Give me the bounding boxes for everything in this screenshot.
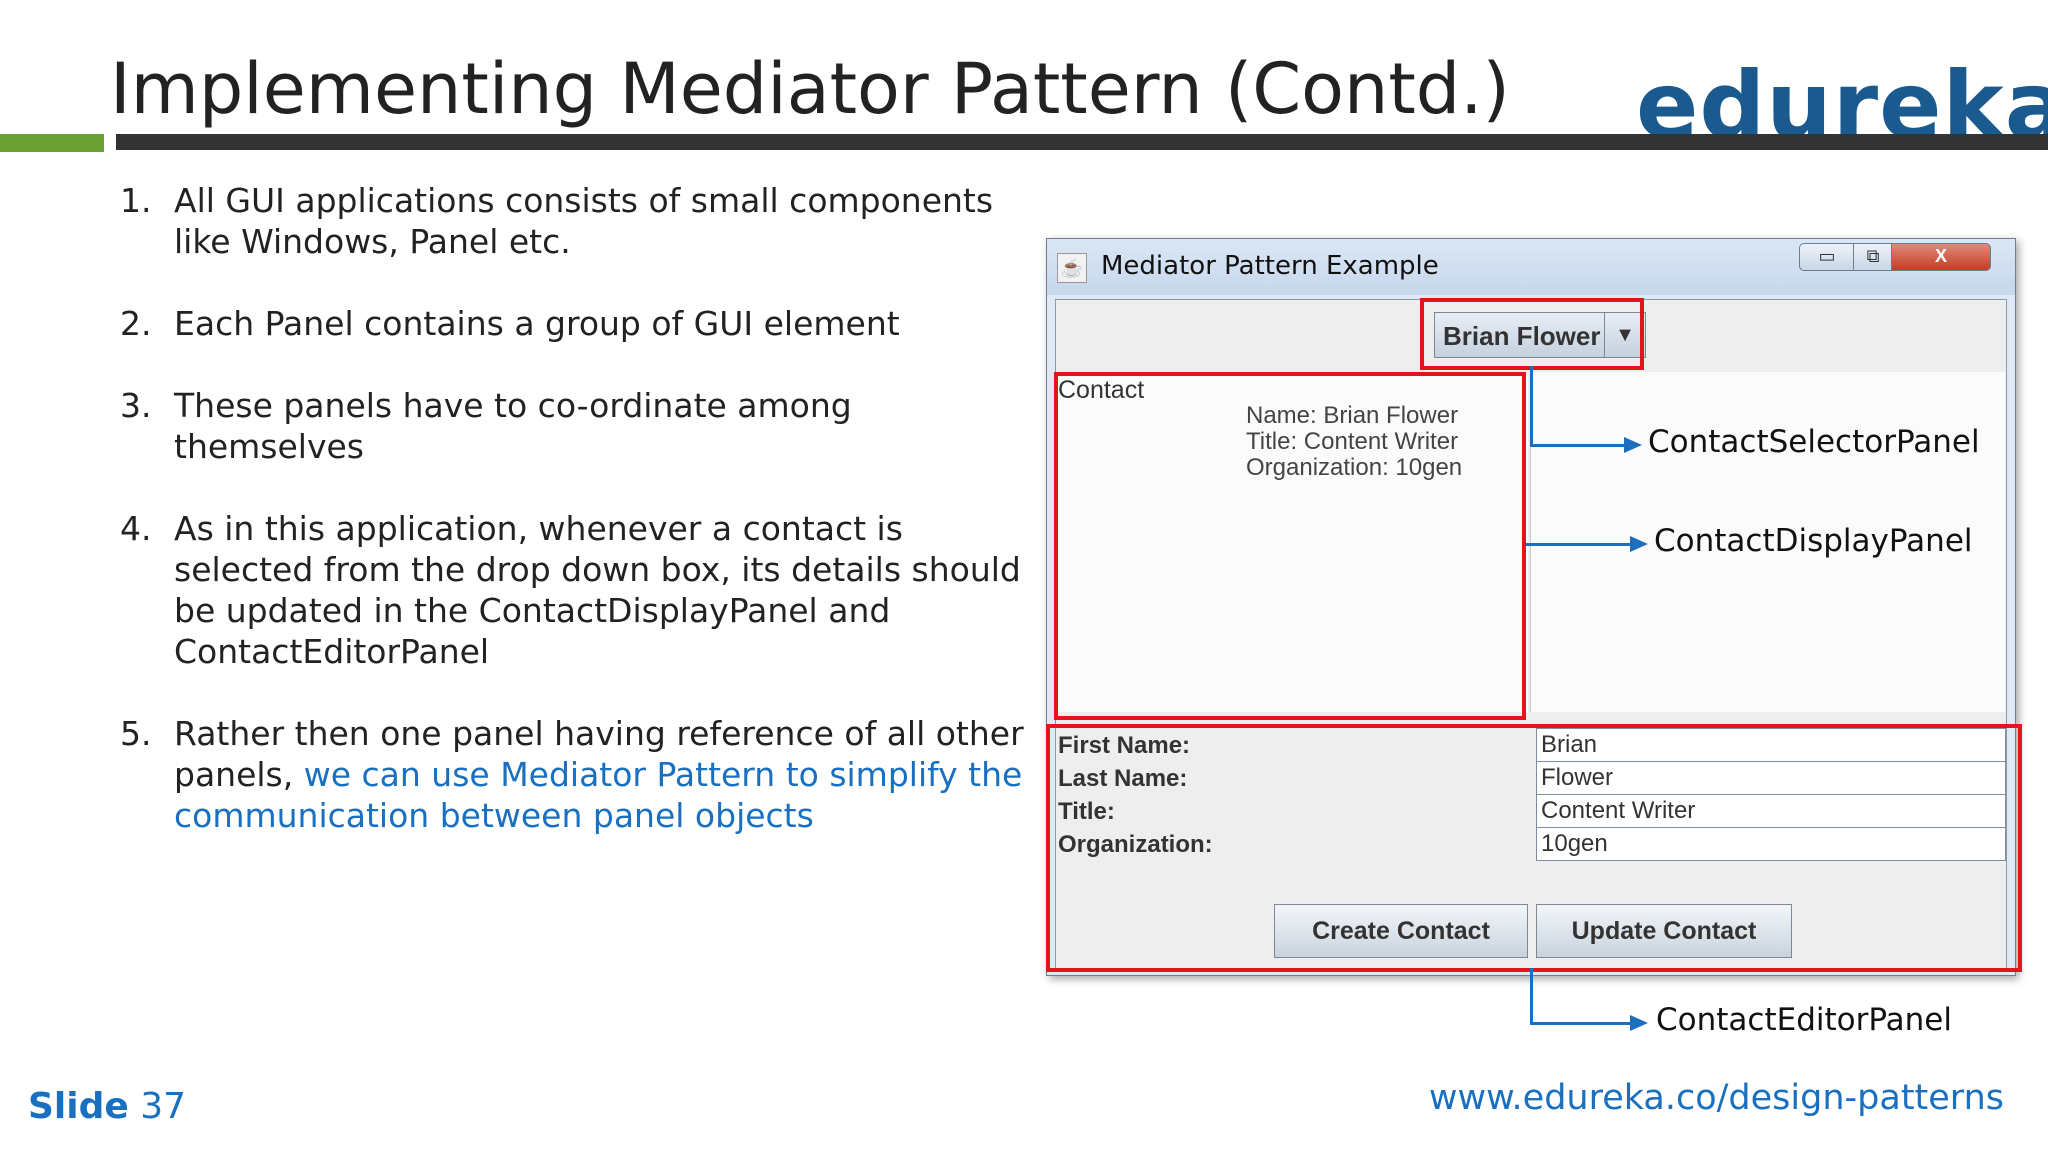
- bullet-text: Rather then one panel having reference o…: [174, 714, 1024, 794]
- slide-title: Implementing Mediator Pattern (Contd.): [110, 48, 1510, 130]
- title-rule: [116, 134, 2048, 150]
- organization-field[interactable]: [1536, 827, 2006, 861]
- bullet-number: 1.: [120, 181, 152, 220]
- contact-heading: Contact: [1058, 376, 1145, 404]
- bullet-point: 2. Each Panel contains a group of GUI el…: [120, 303, 1040, 344]
- maximize-button[interactable]: ⧉: [1853, 243, 1893, 271]
- title-label: Title:: [1058, 798, 1115, 825]
- arrow-right-icon: [1630, 1015, 1648, 1031]
- selector-callout-label: ContactSelectorPanel: [1648, 424, 1980, 460]
- bullet-point: 5. Rather then one panel having referenc…: [120, 713, 1034, 836]
- slide-number-value: 37: [140, 1086, 187, 1127]
- editor-arrow-stem: [1530, 968, 1533, 1024]
- bullet-point: 4. As in this application, whenever a co…: [120, 508, 1040, 672]
- first-name-field[interactable]: [1536, 728, 2006, 762]
- bullet-point: 1. All GUI applications consists of smal…: [120, 180, 1040, 262]
- bullet-number: 5.: [120, 714, 152, 753]
- organization-label: Organization:: [1058, 831, 1213, 858]
- contact-selector-dropdown[interactable]: Brian Flower ▼: [1434, 312, 1646, 358]
- bullet-highlight-text: we can use Mediator Pattern to simplify …: [174, 755, 1023, 835]
- contact-name: Name: Brian Flower: [1246, 402, 1459, 429]
- bullet-number: 4.: [120, 509, 152, 548]
- contact-display-panel: Contact Name: Brian Flower Title: Conten…: [1056, 372, 1528, 712]
- bullet-text: Each Panel contains a group of GUI eleme…: [174, 304, 900, 343]
- slide-label-text: Slide: [28, 1086, 129, 1127]
- create-contact-button[interactable]: Create Contact: [1274, 904, 1528, 958]
- display-callout-label: ContactDisplayPanel: [1654, 523, 1973, 559]
- bullet-list: 1. All GUI applications consists of smal…: [120, 180, 1040, 877]
- display-panel-empty-area: [1530, 372, 2005, 712]
- window-titlebar: ☕ Mediator Pattern Example ▭ ⧉ X: [1047, 239, 2015, 295]
- bullet-text: All GUI applications consists of small c…: [174, 181, 994, 261]
- bullet-text: As in this application, whenever a conta…: [174, 509, 1021, 671]
- title-rule-accent: [0, 134, 104, 152]
- update-contact-button[interactable]: Update Contact: [1536, 904, 1792, 958]
- display-arrow-shaft: [1526, 543, 1640, 546]
- minimize-button[interactable]: ▭: [1799, 243, 1855, 271]
- bullet-point: 3. These panels have to co-ordinate amon…: [120, 385, 1040, 467]
- arrow-right-icon: [1630, 536, 1648, 552]
- bullet-number: 2.: [120, 304, 152, 343]
- display-panel-highlight: [1054, 372, 1526, 720]
- first-name-label: First Name:: [1058, 732, 1191, 759]
- selected-contact: Brian Flower: [1443, 321, 1601, 351]
- last-name-field[interactable]: [1536, 761, 2006, 795]
- bullet-number: 3.: [120, 386, 152, 425]
- last-name-label: Last Name:: [1058, 765, 1188, 792]
- editor-arrow-shaft: [1530, 1022, 1640, 1025]
- editor-panel-highlight: [1046, 724, 2022, 972]
- contact-title: Title: Content Writer: [1246, 428, 1459, 455]
- chevron-down-icon[interactable]: ▼: [1604, 313, 1645, 357]
- editor-callout-label: ContactEditorPanel: [1656, 1002, 1952, 1038]
- selector-arrow-stem: [1530, 366, 1533, 446]
- arrow-right-icon: [1624, 437, 1642, 453]
- footer-url[interactable]: www.edureka.co/design-patterns: [1428, 1078, 2004, 1118]
- close-button[interactable]: X: [1891, 243, 1991, 271]
- slide-number: Slide 37: [28, 1086, 186, 1127]
- contact-organization: Organization: 10gen: [1246, 454, 1463, 481]
- bullet-text: These panels have to co-ordinate among t…: [174, 386, 852, 466]
- java-icon: ☕: [1057, 253, 1087, 283]
- selector-panel-highlight: [1420, 298, 1644, 370]
- selector-arrow-shaft: [1530, 444, 1636, 447]
- window-title: Mediator Pattern Example: [1101, 251, 1439, 281]
